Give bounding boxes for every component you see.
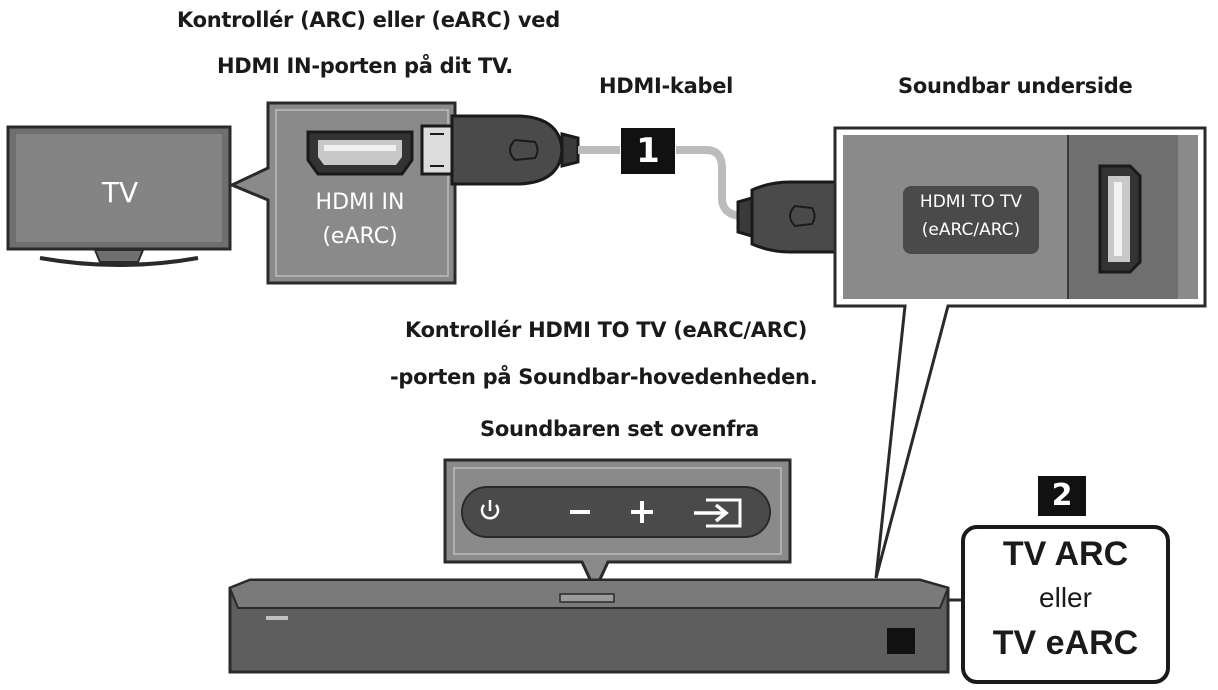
hdmi-cable — [578, 146, 741, 220]
tv — [6, 125, 232, 267]
result-line3: TV eARC — [992, 624, 1139, 662]
soundbar-top-callout — [443, 458, 792, 594]
tv-port-panel-inner — [275, 109, 449, 277]
tv-screen-inner — [16, 134, 222, 242]
soundbar-underside-callout — [833, 126, 1207, 579]
tv-neck — [93, 249, 145, 263]
tv-port-label-line2: (eARC) — [322, 224, 398, 249]
tv-port-label-line1: HDMI IN — [315, 190, 405, 215]
volume-up-icon — [631, 501, 653, 523]
hdmi-port-icon — [306, 130, 414, 176]
soundbar-port-instruction-line2: -porten på Soundbar-hovedenheden. — [390, 365, 818, 389]
cable-label: HDMI-kabel — [599, 74, 734, 98]
hdmi-plug-icon — [420, 114, 580, 186]
tv-port-instruction-line1: Kontrollér (ARC) eller (eARC) ved — [177, 8, 560, 32]
soundbar-port-label-bg — [903, 186, 1039, 254]
soundbar — [228, 578, 965, 674]
tv-port-callout — [228, 101, 580, 285]
display-window — [887, 628, 915, 654]
result-line2: eller — [1039, 582, 1092, 613]
result-line1: TV ARC — [1002, 535, 1129, 573]
step-1-badge: 1 — [621, 128, 675, 174]
top-controls — [559, 593, 615, 603]
tv-port-instruction-line2: HDMI IN-porten på dit TV. — [217, 54, 513, 78]
tv-screen-text: TV — [101, 176, 139, 209]
soundbar-port-label-line2: (eARC/ARC) — [921, 220, 1021, 240]
source-icon — [694, 498, 742, 528]
control-strip — [461, 486, 771, 538]
soundbar-port-instruction-line1: Kontrollér HDMI TO TV (eARC/ARC) — [405, 318, 807, 342]
tv-stand — [39, 256, 199, 267]
step-2-badge: 2 — [1038, 476, 1086, 516]
logo-mark — [266, 616, 288, 620]
power-icon — [480, 500, 500, 520]
soundbar-bottom-label: Soundbar underside — [898, 74, 1133, 98]
result-box — [961, 525, 1170, 684]
soundbar-port-label-line1: HDMI TO TV — [919, 192, 1023, 212]
soundbar-top-label: Soundbaren set ovenfra — [480, 417, 760, 441]
hdmi-port-icon — [1098, 164, 1142, 274]
